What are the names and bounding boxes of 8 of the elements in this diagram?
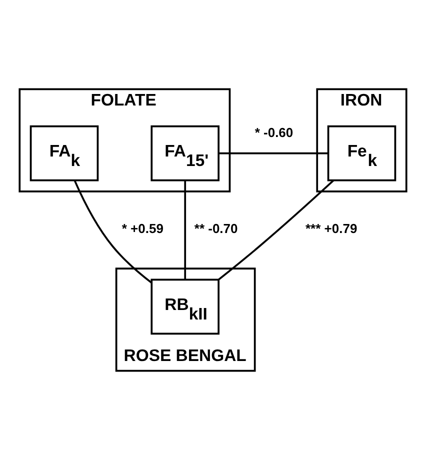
edge-label: ** -0.70	[194, 220, 238, 236]
edge-label: * -0.60	[254, 125, 294, 140]
connector	[218, 152, 328, 154]
connector	[218, 180, 334, 280]
connector	[184, 180, 186, 280]
edge-label: *** +0.79	[306, 220, 358, 236]
connector	[74, 180, 152, 284]
edge-label: * +0.59	[122, 220, 164, 236]
